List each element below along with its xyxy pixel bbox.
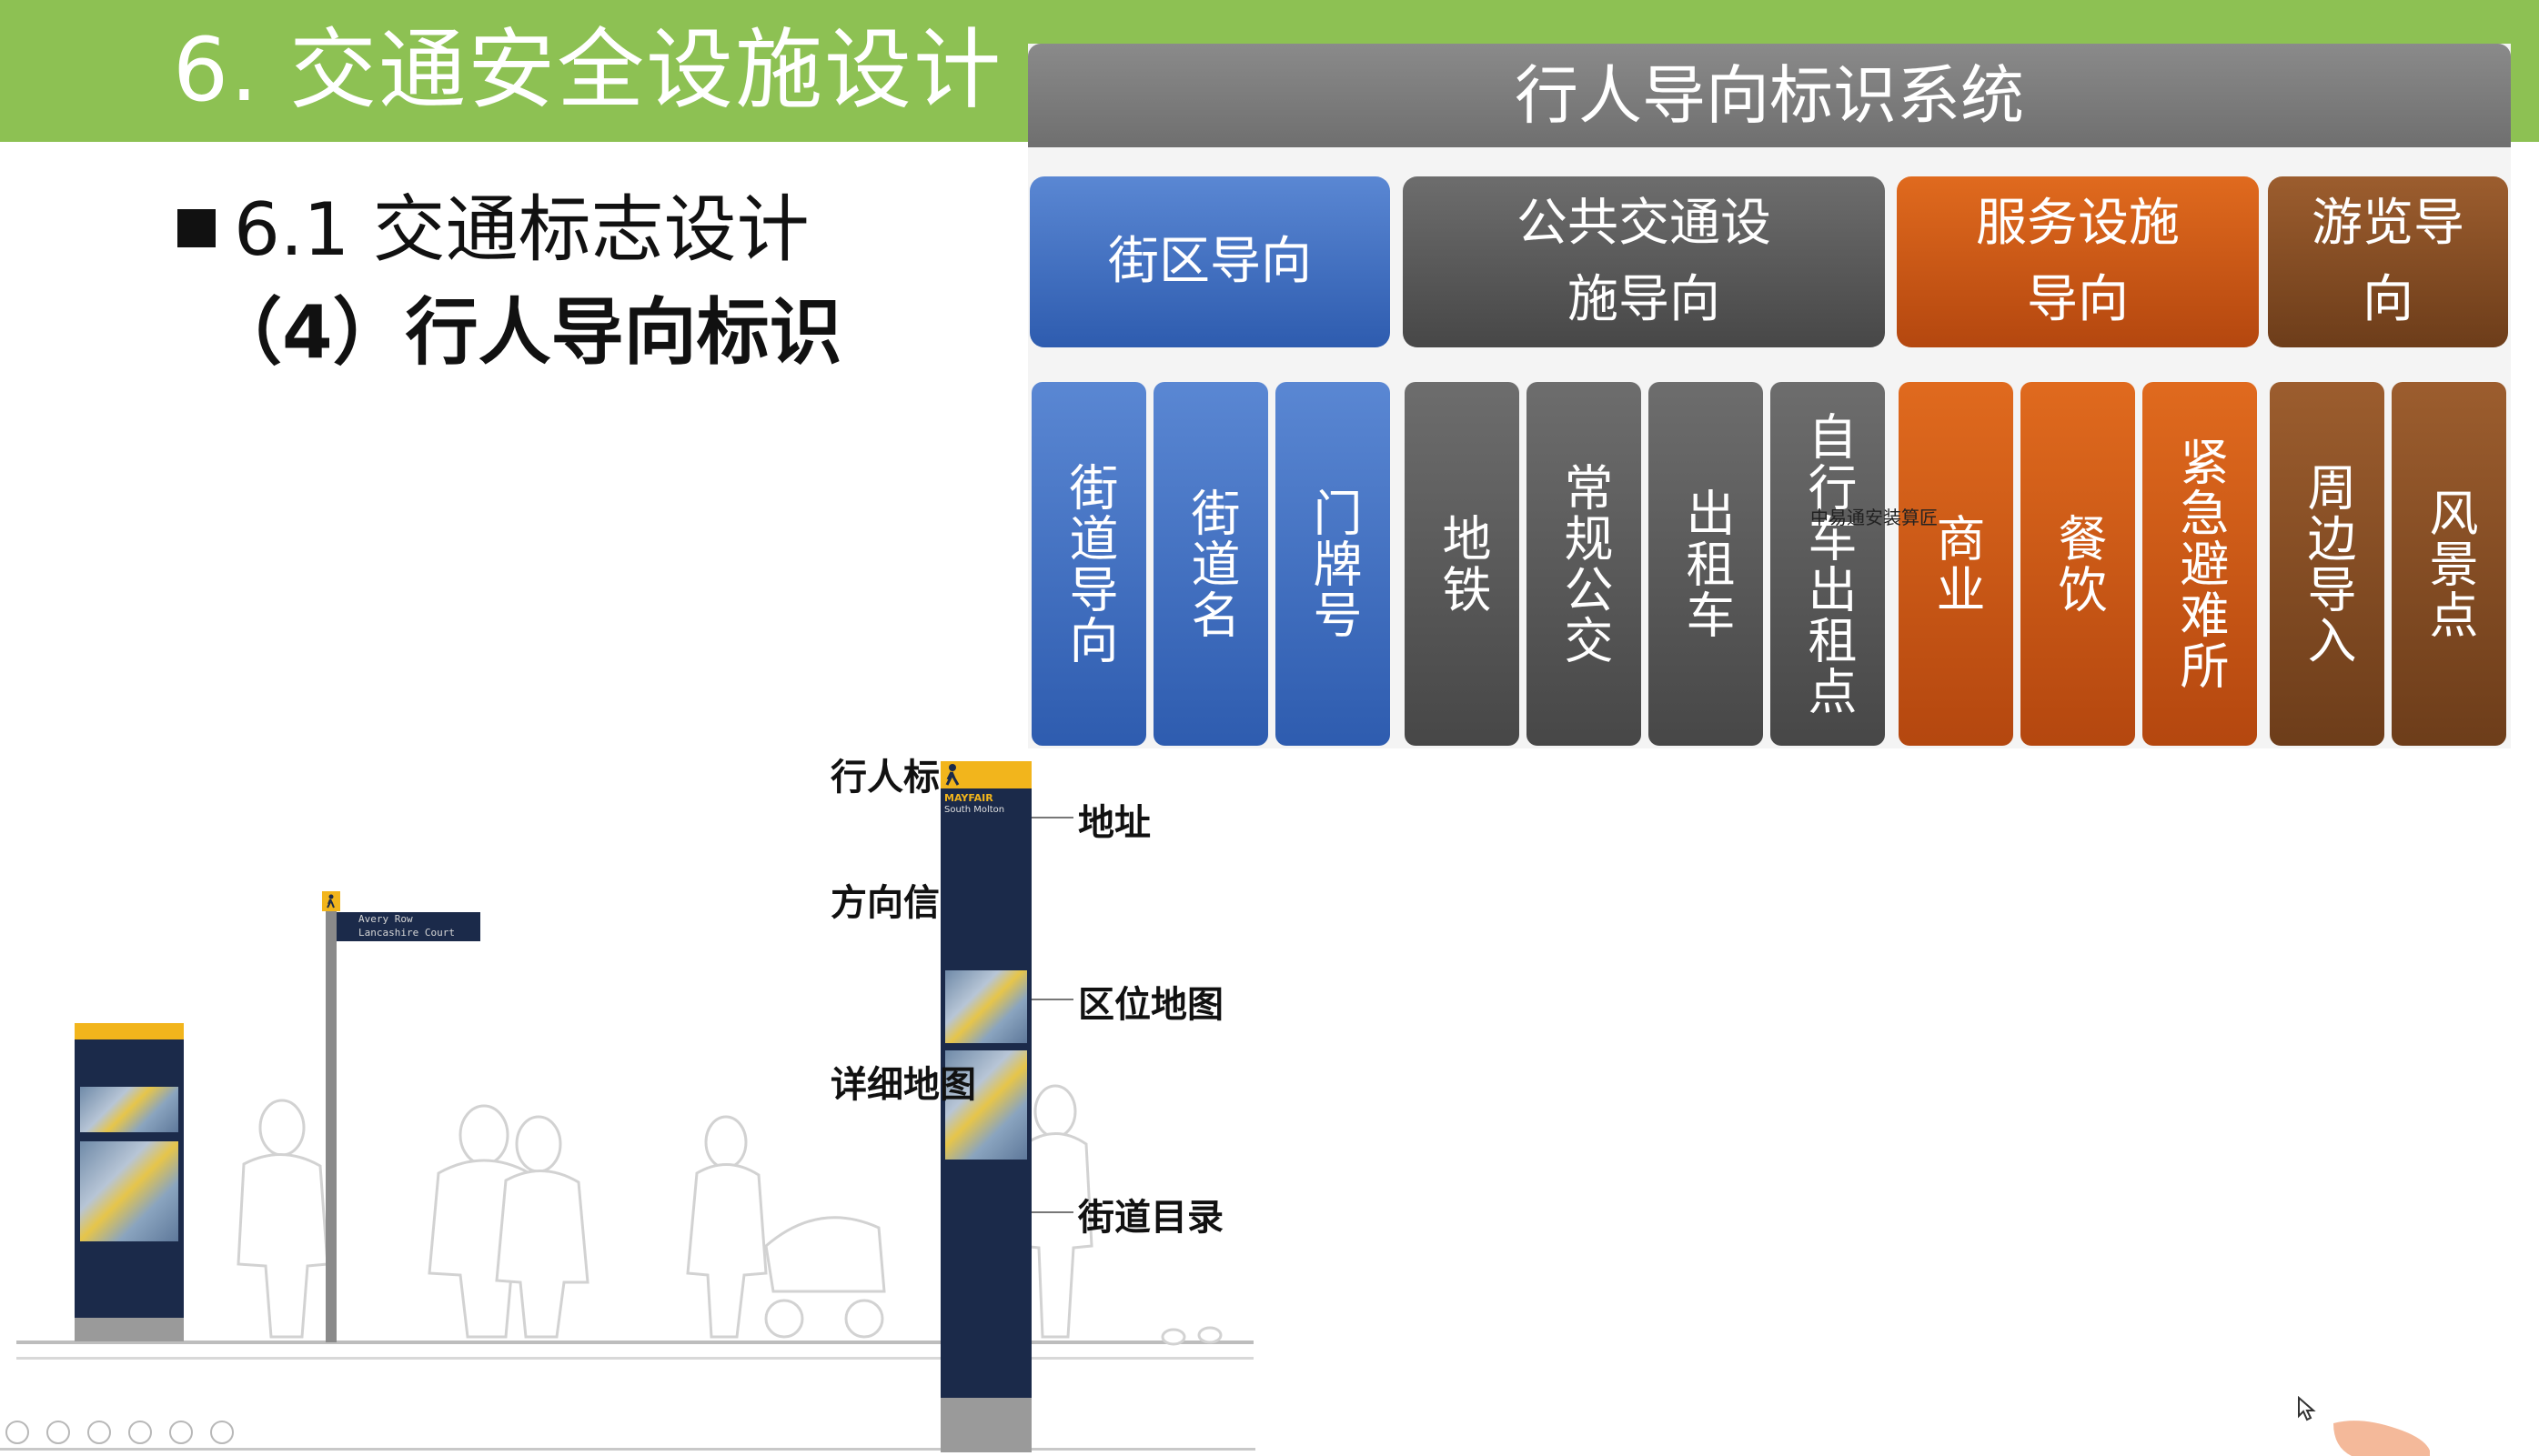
- callout-street-index: 街道目录: [1078, 1197, 1224, 1239]
- subsection-heading: （4）行人导向标识: [209, 290, 842, 375]
- sign-map: [80, 1087, 178, 1132]
- pointer-hand-icon: [2298, 1396, 2430, 1456]
- category-block-tourism: 游览导向: [2268, 176, 2508, 347]
- section-heading: 6.1 交通标志设计: [177, 186, 810, 274]
- walking-person-icon: [945, 764, 960, 786]
- district-map: [945, 970, 1027, 1043]
- category-block-district: 街区导向: [1030, 176, 1390, 347]
- more-icon[interactable]: [210, 1421, 235, 1444]
- callout-detail-map: 详细地图: [831, 1064, 976, 1106]
- sign-cap: [941, 761, 1032, 788]
- section-heading-text: 6.1 交通标志设计: [234, 187, 810, 272]
- large-directory-sign: MAYFAIR South Molton: [941, 761, 1032, 1452]
- ground-line: [16, 1341, 1254, 1344]
- item-street-name: 街道名: [1154, 382, 1268, 746]
- prev-icon[interactable]: [5, 1421, 29, 1444]
- category-block-services: 服务设施导向: [1897, 176, 2259, 347]
- detail-map: [945, 1050, 1027, 1160]
- sign-street-name: South Molton: [944, 805, 1005, 815]
- slide-title: 6. 交通安全设施设计: [173, 19, 1003, 121]
- item-house-number: 门牌号: [1275, 382, 1390, 746]
- item-shelter: 紧急避难所: [2142, 382, 2257, 746]
- item-bike-rental: 自行车出租点: [1770, 382, 1885, 746]
- callout-district-map: 区位地图: [1078, 984, 1224, 1026]
- guidance-system-diagram: 行人导向标识系统 街区导向 公共交通设施导向 服务设施导向 游览导向 街道导向 …: [1028, 44, 2511, 748]
- callout-direction-info: 方向信: [831, 882, 940, 924]
- leader-line: [1032, 1211, 1073, 1213]
- street-name-sign: Avery Row Lancashire Court: [337, 912, 480, 941]
- street-sign-line2: Lancashire Court: [358, 927, 455, 939]
- diagram-title: 行人导向标识系统: [1028, 44, 2511, 147]
- watermark-text: 中易通安装算匠: [1810, 507, 1938, 528]
- item-taxi: 出租车: [1648, 382, 1763, 746]
- sign-cap: [75, 1023, 184, 1039]
- street-sign-pole: [326, 893, 337, 1342]
- category-block-transit: 公共交通设施导向: [1403, 176, 1885, 347]
- item-commerce: 商业: [1899, 382, 2013, 746]
- divider: [0, 1448, 1255, 1451]
- item-subway: 地铁: [1405, 382, 1519, 746]
- item-street-direction: 街道导向: [1032, 382, 1146, 746]
- pen-icon[interactable]: [87, 1421, 112, 1444]
- category-label: 公共交通设施导向: [1516, 194, 1771, 329]
- category-label: 街区导向: [1108, 232, 1312, 291]
- sign-base: [941, 1398, 1032, 1452]
- category-label: 服务设施导向: [1976, 194, 2180, 329]
- callout-pedestrian-mark: 行人标: [831, 757, 940, 798]
- pedestrian-silhouettes: [237, 1084, 1223, 1346]
- square-bullet-icon: [177, 209, 216, 247]
- presentation-toolbar[interactable]: [5, 1421, 247, 1448]
- leader-line: [1032, 817, 1073, 818]
- item-dining: 餐饮: [2020, 382, 2135, 746]
- sign-base: [75, 1318, 184, 1341]
- small-directory-sign: [75, 1023, 184, 1341]
- category-label: 游览导向: [2312, 194, 2464, 329]
- sign-map-detail: [80, 1141, 178, 1241]
- ground-line-shadow: [16, 1357, 1254, 1360]
- item-bus: 常规公交: [1526, 382, 1641, 746]
- callout-address: 地址: [1078, 802, 1151, 844]
- item-surroundings: 周边导入: [2270, 382, 2384, 746]
- next-icon[interactable]: [46, 1421, 71, 1444]
- leader-line: [1032, 999, 1073, 1000]
- item-scenic-spot: 风景点: [2392, 382, 2506, 746]
- grid-icon[interactable]: [128, 1421, 153, 1444]
- sign-area-name: MAYFAIR: [944, 792, 993, 804]
- street-sign-line1: Avery Row: [358, 913, 413, 925]
- walking-person-icon: [327, 894, 335, 909]
- zoom-icon[interactable]: [169, 1421, 194, 1444]
